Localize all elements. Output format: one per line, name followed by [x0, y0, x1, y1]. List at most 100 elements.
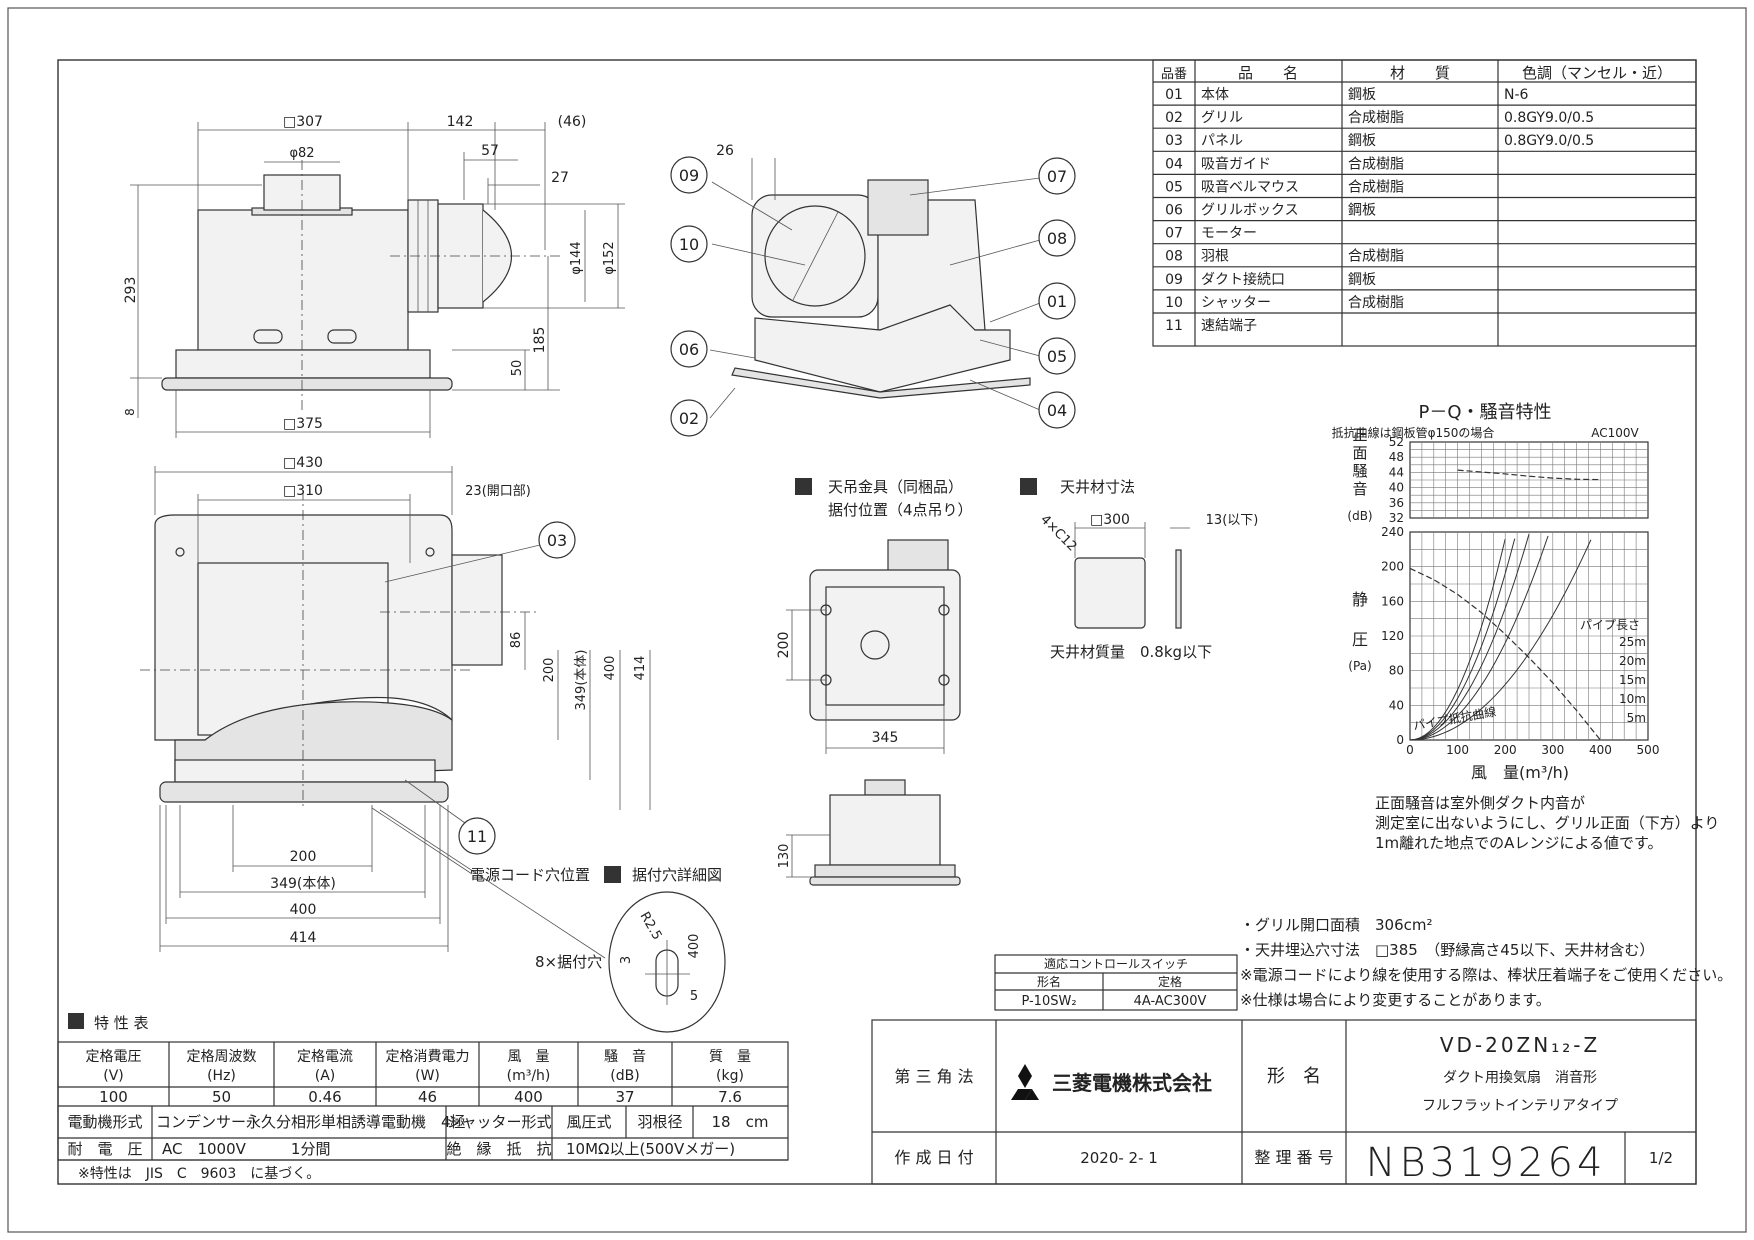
- parts-row-no: 05: [1165, 179, 1183, 195]
- parts-header-material: 材 質: [1390, 64, 1450, 82]
- dim-3: 3: [619, 956, 634, 964]
- resistance-curve: [1409, 538, 1506, 741]
- noise-axis-label-3: 騒: [1352, 462, 1367, 480]
- pressure-tick: 80: [1389, 664, 1404, 678]
- spec-header-unit: (A): [315, 1068, 336, 1084]
- parts-row-material: 合成樹脂: [1348, 179, 1404, 195]
- noise-tick: 32: [1389, 511, 1404, 525]
- dim-375: □375: [283, 416, 323, 432]
- model-desc-2: フルフラットインテリアタイプ: [1422, 1098, 1618, 1114]
- company-name: 三菱電機株式会社: [1052, 1071, 1212, 1095]
- motor-label: 電動機形式: [67, 1113, 142, 1131]
- dim-349h: 349(本体): [270, 876, 336, 892]
- parts-row-material: 合成樹脂: [1348, 295, 1404, 311]
- dim-142: 142: [447, 114, 474, 130]
- spec-note-2: ・天井埋込穴寸法 □385 （野縁高さ45以下、天井材含む）: [1240, 941, 1654, 959]
- parts-row-name: モーター: [1201, 226, 1257, 242]
- switch-header-rating: 定格: [1158, 974, 1182, 989]
- parts-row-material: 合成樹脂: [1348, 110, 1404, 126]
- parts-row-name: 羽根: [1201, 249, 1229, 265]
- dim-phi144: φ144: [569, 241, 584, 274]
- dim-400s: 400: [687, 934, 702, 959]
- switch-table: 適応コントロールスイッチ 形名 定格 P-10SW₂ 4A-AC300V: [994, 954, 1238, 1011]
- hanger-view: 天吊金具（同梱品） 据付位置（4点吊り） 200 345 130: [776, 478, 973, 886]
- parts-row-color: 0.8GY9.0/0.5: [1504, 110, 1594, 126]
- callout-04: 04: [1047, 401, 1067, 420]
- dim-310: □310: [283, 483, 323, 499]
- dim-50: 50: [510, 360, 525, 377]
- dim-185: 185: [532, 327, 548, 354]
- switch-header-model: 形名: [1037, 974, 1061, 989]
- pressure-tick: 0: [1396, 733, 1404, 747]
- parts-row-no: 04: [1165, 156, 1183, 172]
- callout-circle: [670, 156, 708, 194]
- parts-header-color: 色調（マンセル・近）: [1522, 64, 1672, 82]
- dim-130: 130: [777, 844, 792, 869]
- x-tick: 0: [1406, 743, 1414, 757]
- parts-row-name: 速結端子: [1201, 318, 1257, 334]
- parts-row-no: 07: [1165, 226, 1183, 242]
- callout-11: 11: [467, 827, 487, 846]
- spec-table: 特 性 表 定格電圧(V)100定格周波数(Hz)50定格電流(A)0.46定格…: [57, 1013, 789, 1182]
- noise-tick: 52: [1389, 435, 1404, 449]
- callout-08: 08: [1047, 229, 1067, 248]
- spec-header-unit: (dB): [610, 1068, 639, 1084]
- parts-row-name: シャッター: [1201, 295, 1271, 311]
- shutter-value: 風圧式: [566, 1113, 611, 1131]
- resistance-curve-label: 5m: [1627, 711, 1646, 725]
- spec-square-icon: [68, 1013, 84, 1029]
- spec-header-unit: (Hz): [207, 1068, 236, 1084]
- mount-detail: 電源コード穴位置 据付穴詳細図 R2.5 3 400 5 8×据付穴: [470, 866, 726, 1033]
- callout-circle: [458, 817, 496, 855]
- noise-tick: 48: [1389, 450, 1404, 464]
- dim-400h: 400: [290, 902, 317, 918]
- pressure-tick: 240: [1381, 525, 1404, 539]
- dim-phi82: φ82: [289, 146, 314, 161]
- withstand-value: AC 1000V 1分間: [162, 1140, 330, 1158]
- spec-header: 風 量: [508, 1049, 550, 1065]
- ceiling-square-icon: [1020, 478, 1037, 495]
- spec-value: 46: [418, 1088, 437, 1106]
- parts-row-name: グリルボックス: [1201, 203, 1299, 219]
- pq-chart: P－Q・騒音特性 抵抗曲線は鋼板管φ150の場合 AC100V 32364044…: [1332, 402, 1720, 852]
- parts-row-no: 10: [1165, 295, 1183, 311]
- mount-square-icon: [604, 866, 621, 883]
- chart-note-3: 1m離れた地点でのAレンジによる値です。: [1375, 834, 1662, 852]
- parts-row-material: 鋼板: [1348, 203, 1376, 219]
- parts-row-name: パネル: [1201, 133, 1243, 149]
- spec-header: 定格周波数: [187, 1049, 257, 1065]
- parts-row-no: 09: [1165, 272, 1183, 288]
- ref-label: 整 理 番 号: [1254, 1148, 1333, 1167]
- spec-note-1: ・グリル開口面積 306cm²: [1240, 916, 1433, 934]
- parts-row-color: 0.8GY9.0/0.5: [1504, 133, 1594, 149]
- title-block: 第 三 角 法 三菱電機株式会社 形 名 VD-20ZN₁₂-Z ダクト用換気扇…: [871, 1019, 1697, 1186]
- callout-05: 05: [1047, 347, 1067, 366]
- resistance-label: パイプ抵抗曲線: [1412, 704, 1497, 733]
- spec-header-unit: (m³/h): [507, 1068, 551, 1084]
- parts-row-no: 02: [1165, 110, 1183, 126]
- ref-number: NB319264: [1366, 1140, 1607, 1186]
- spec-header-unit: (kg): [716, 1068, 744, 1084]
- callout-circle: [1038, 337, 1076, 375]
- callout-03: 03: [547, 531, 567, 550]
- spec-value: 100: [99, 1088, 128, 1106]
- callout-10: 10: [679, 235, 699, 254]
- pressure-axis-label-1: 静: [1352, 590, 1368, 609]
- parts-header-name: 品 名: [1238, 64, 1298, 82]
- parts-row-material: 鋼板: [1348, 272, 1376, 288]
- noise-curve: [1457, 469, 1601, 481]
- resistance-curve-label: 25m: [1619, 635, 1646, 649]
- pressure-tick: 120: [1381, 629, 1404, 643]
- dim-293: 293: [123, 277, 139, 304]
- dim-13: 13(以下): [1206, 513, 1259, 528]
- date-value: 2020- 2- 1: [1080, 1149, 1158, 1167]
- blade-label: 羽根径: [637, 1113, 682, 1131]
- spec-note-3: ※電源コードにより線を使用する際は、棒状圧着端子をご使用ください。: [1240, 966, 1732, 984]
- chart-note-2: 測定室に出ないようにし、グリル正面（下方）より: [1375, 814, 1719, 832]
- spec-header-unit: (V): [103, 1068, 124, 1084]
- spec-header: 定格電圧: [86, 1049, 142, 1065]
- switch-model: P-10SW₂: [1021, 994, 1076, 1009]
- spec-value: 0.46: [308, 1088, 341, 1106]
- parts-header-no: 品番: [1161, 67, 1187, 82]
